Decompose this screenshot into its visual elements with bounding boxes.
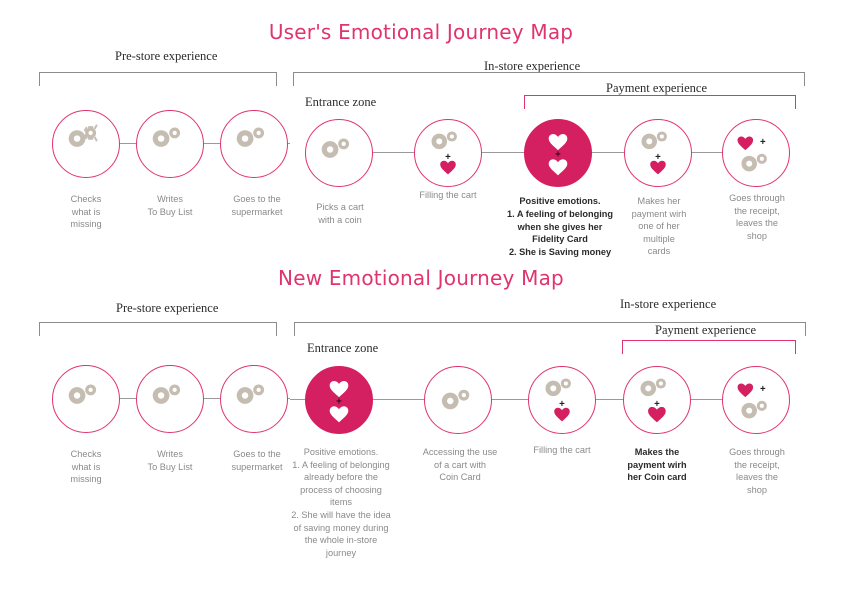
step-node-makes-the-payment-coin-card[interactable]: + [623,366,691,434]
bracket-pre-store [39,72,277,86]
bracket-pre-store-new [39,322,277,336]
step-node-positive-emotions-new[interactable]: + [305,366,373,434]
phase-label-pre-store: Pre-store experience [115,49,218,63]
gears-icon [236,384,265,404]
step-node-goes-through-the-receipt-new[interactable]: + [722,366,790,434]
step-node-writes-to-buy-list-new[interactable] [136,365,204,433]
step-caption-filling-the-cart-new: Filling the cart [533,445,591,455]
bracket-payment [524,95,796,109]
svg-text:+: + [445,152,451,163]
page-title-users-map: User's Emotional Journey Map [268,20,574,44]
new-emotional-journey-map: New Emotional Journey Map Pre-store expe… [0,266,842,595]
bracket-payment-new [622,340,796,354]
step-node-makes-her-payment[interactable]: + [624,119,692,187]
svg-text:+: + [336,396,342,407]
step-node-filling-the-cart[interactable]: + [414,119,482,187]
svg-text:+: + [555,149,561,160]
gears-icon [152,384,181,404]
step-node-writes-to-buy-list[interactable] [136,110,204,178]
gears-plus-heart-icon: + [641,131,667,175]
phase-label-payment: Payment experience [606,81,707,95]
phase-label-entrance-zone: Entrance zone [305,95,377,109]
svg-text:+: + [655,152,661,163]
step-node-goes-to-the-supermarket-new[interactable] [220,365,288,433]
step-node-filling-the-cart-new[interactable]: + [528,366,596,434]
phase-label-entrance-zone-new: Entrance zone [307,341,379,355]
phase-label-payment-new: Payment experience [655,323,756,337]
gears-plus-heart-icon: + [431,131,457,175]
phase-label-in-store-new: In-store experience [620,297,717,311]
step-node-positive-emotions[interactable]: + [524,119,592,187]
bracket-in-store-new [294,322,806,336]
step-node-checks-what-is-missing[interactable] [52,110,120,178]
connector-rail-pre-store-new [118,398,290,400]
gears-plus-heart-icon: + [640,378,666,423]
bracket-in-store [293,72,805,86]
gears-icon [441,389,470,410]
step-caption-positive-emotions: Positive emotions.1. A feeling of belong… [507,196,613,258]
svg-text:+: + [559,399,565,410]
heart-plus-gears-icon: + [737,136,767,172]
gears-icon [68,384,97,404]
connector-rail-pre-store [118,143,290,145]
svg-text:+: + [760,384,766,395]
phase-label-pre-store-new: Pre-store experience [116,301,219,315]
step-node-picks-a-cart-with-a-coin[interactable] [305,119,373,187]
two-white-hearts-icon: + [548,133,568,176]
step-node-goes-through-the-receipt[interactable]: + [722,119,790,187]
gears-plus-heart-icon: + [545,378,571,422]
gears-icon [321,138,350,158]
phase-label-in-store: In-store experience [484,59,581,73]
step-node-accessing-cart-with-coin-card[interactable] [424,366,492,434]
step-caption-filling-the-cart: Filling the cart [419,190,477,200]
two-white-hearts-icon: + [329,380,349,423]
step-caption-positive-emotions-new: Positive emotions.1. A feeling of belong… [291,447,391,558]
gears-icon [236,127,265,147]
step-node-goes-to-the-supermarket[interactable] [220,110,288,178]
gears-icon [68,124,98,147]
heart-plus-gears-icon: + [737,383,767,419]
step-node-checks-what-is-missing-new[interactable] [52,365,120,433]
users-emotional-journey-map: User's Emotional Journey Map Pre-store e… [0,0,842,268]
gears-icon [152,127,181,147]
svg-text:+: + [654,399,660,410]
page-title-new-map: New Emotional Journey Map [278,266,564,290]
svg-text:+: + [760,137,766,148]
